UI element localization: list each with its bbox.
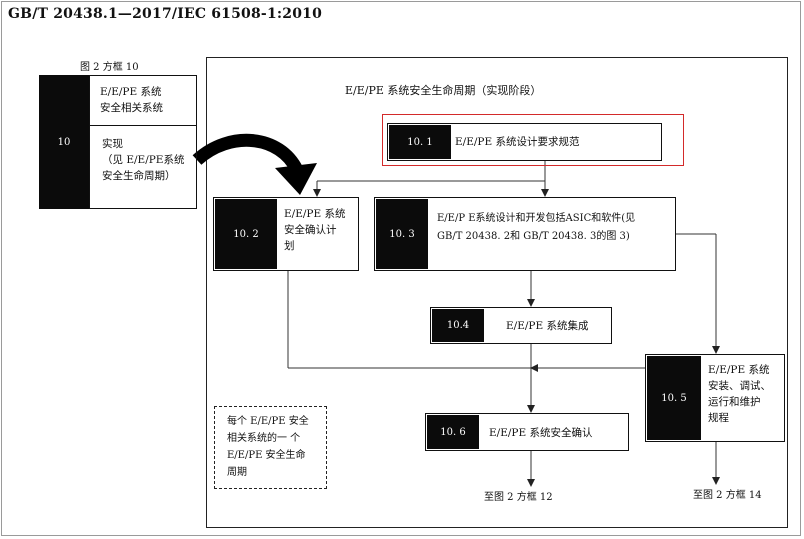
block-10-6-number: 10. 6	[427, 415, 479, 449]
frame-title: E/E/PE 系统安全生命周期（实现阶段）	[345, 84, 542, 97]
block-10-1-label: E/E/PE 系统设计要求规范	[455, 136, 580, 148]
block-10-2-line: 安全确认计	[284, 224, 337, 236]
block-10-4-label: E/E/PE 系统集成	[506, 320, 589, 332]
note-line: E/E/PE 安全生命	[227, 450, 306, 461]
lifecycle-note: 每个 E/E/PE 安全 相关系统的一 个 E/E/PE 安全生命 周期	[214, 406, 327, 489]
block-10-title: E/E/PE 系统 安全相关系统	[89, 75, 197, 126]
note-line: 相关系统的一 个	[227, 433, 301, 444]
figure-reference-label: 图 2 方框 10	[80, 62, 139, 73]
block-10-6-label: E/E/PE 系统安全确认	[489, 427, 593, 439]
output-to-box-14-label: 至图 2 方框 14	[693, 490, 762, 501]
block-10-desc-line: 实现	[102, 138, 123, 150]
block-10-title-line: 安全相关系统	[100, 102, 163, 114]
note-line: 每个 E/E/PE 安全	[227, 416, 309, 427]
block-10-5-line: 运行和维护	[708, 396, 761, 408]
block-10-3-label: E/E/P E系统设计和开发包括ASIC和软件(见 GB/T 20438. 2和…	[437, 210, 673, 246]
block-10-title-line: E/E/PE 系统	[100, 86, 162, 98]
block-10-1-number: 10. 1	[389, 125, 451, 159]
block-10-3-line: GB/T 20438. 2和 GB/T 20438. 3的图 3)	[437, 231, 630, 242]
note-line: 周期	[227, 467, 247, 478]
lifecycle-frame	[206, 57, 788, 528]
block-10-5-line: 安装、调试、	[708, 380, 771, 392]
highlight-box	[382, 114, 684, 166]
block-10-2-line: 划	[284, 240, 295, 252]
block-10-2-number: 10. 2	[215, 199, 277, 269]
curved-arrow-head	[275, 163, 317, 195]
block-10-5-line: E/E/PE 系统	[708, 364, 770, 376]
block-10-3-line: E/E/P E系统设计和开发包括ASIC和软件(见	[437, 213, 636, 224]
block-10-desc-line: 安全生命周期）	[102, 170, 176, 182]
block-10-desc-line: （见 E/E/PE系统	[102, 154, 185, 166]
block-10-2-line: E/E/PE 系统	[284, 208, 346, 220]
standard-header: GB/T 20438.1—2017/IEC 61508-1:2010	[8, 6, 323, 22]
block-10-description: 实现 （见 E/E/PE系统 安全生命周期）	[89, 126, 197, 209]
block-10-4-number: 10.4	[432, 309, 484, 342]
block-10-5-number: 10. 5	[647, 356, 701, 440]
block-10-number: 10	[39, 75, 89, 209]
output-to-box-12-label: 至图 2 方框 12	[484, 492, 553, 503]
block-10-2-label: E/E/PE 系统 安全确认计 划	[284, 206, 356, 254]
block-10-3-number: 10. 3	[376, 199, 428, 269]
block-10-5-line: 规程	[708, 412, 729, 424]
block-10-5-label: E/E/PE 系统 安装、调试、 运行和维护 规程	[708, 362, 784, 426]
curved-arrow-shaft	[192, 133, 303, 174]
